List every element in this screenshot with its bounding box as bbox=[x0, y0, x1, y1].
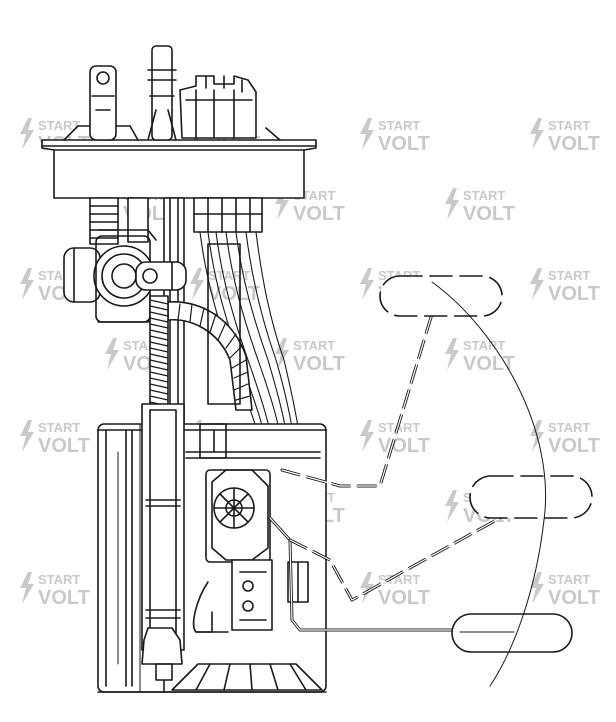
lightning-bolt-icon bbox=[190, 268, 204, 300]
flange-cover bbox=[41, 125, 317, 199]
lightning-bolt-icon bbox=[530, 268, 544, 300]
float-swing-arc bbox=[431, 281, 546, 687]
watermark-line1: START bbox=[378, 572, 420, 587]
technical-line-drawing bbox=[41, 45, 593, 693]
watermark-line2: VOLT bbox=[293, 203, 345, 225]
watermark-line2: VOLT bbox=[548, 587, 600, 609]
spring-coil bbox=[149, 371, 169, 377]
watermark-line1: START bbox=[548, 118, 590, 133]
corrugated-hose-main bbox=[167, 243, 253, 411]
watermark-line1: START bbox=[463, 338, 505, 353]
watermark-line2: VOLT bbox=[548, 435, 600, 457]
lightning-bolt-icon bbox=[530, 572, 544, 604]
watermark-line1: START bbox=[548, 572, 590, 587]
watermark-line1: START bbox=[38, 118, 80, 133]
watermark-line2: VOLT bbox=[378, 435, 430, 457]
spring-coil bbox=[149, 359, 169, 365]
watermark-line2: VOLT bbox=[378, 587, 430, 609]
lower-connector-block bbox=[193, 197, 263, 233]
supply-pipe bbox=[147, 45, 177, 141]
spring-coil bbox=[149, 383, 169, 389]
watermark-line2: VOLT bbox=[38, 587, 90, 609]
electrical-connector bbox=[179, 75, 257, 139]
lightning-bolt-icon bbox=[360, 572, 374, 604]
lightning-bolt-icon bbox=[360, 118, 374, 150]
corrugated-hose-left bbox=[89, 197, 119, 245]
float-top bbox=[379, 275, 503, 317]
spring-coil bbox=[149, 341, 169, 347]
watermark-line1: START bbox=[38, 420, 80, 435]
spring-coil bbox=[149, 389, 169, 395]
watermark-line1: START bbox=[548, 420, 590, 435]
lightning-bolt-icon bbox=[530, 118, 544, 150]
bottom-strainer bbox=[97, 663, 327, 693]
watermark-line1: START bbox=[293, 338, 335, 353]
watermark-line2: VOLT bbox=[208, 283, 260, 305]
threaded-spring-rod bbox=[149, 295, 169, 409]
watermark-line1: START bbox=[378, 118, 420, 133]
lightning-bolt-icon bbox=[20, 572, 34, 604]
lightning-bolt-icon bbox=[20, 268, 34, 300]
watermark-line2: VOLT bbox=[463, 353, 515, 375]
lightning-bolt-icon bbox=[20, 420, 34, 452]
return-fitting bbox=[89, 65, 117, 141]
lightning-bolt-icon bbox=[360, 420, 374, 452]
spring-coil bbox=[149, 353, 169, 359]
spring-coil bbox=[149, 377, 169, 383]
spring-coil bbox=[149, 323, 169, 329]
lightning-bolt-icon bbox=[445, 490, 459, 522]
spring-coil bbox=[149, 311, 169, 317]
spring-coil bbox=[149, 305, 169, 311]
spring-coil bbox=[149, 347, 169, 353]
spring-coil bbox=[149, 365, 169, 371]
lightning-bolt-icon bbox=[445, 188, 459, 220]
watermark-line1: START bbox=[548, 268, 590, 283]
lightning-bolt-icon bbox=[275, 188, 289, 220]
watermark-line2: VOLT bbox=[293, 353, 345, 375]
lightning-bolt-icon bbox=[105, 338, 119, 370]
spring-coil bbox=[149, 395, 169, 401]
level-sender bbox=[205, 469, 309, 631]
spring-coil bbox=[149, 329, 169, 335]
spring-coil bbox=[149, 335, 169, 341]
lightning-bolt-icon bbox=[360, 268, 374, 300]
watermark-line2: VOLT bbox=[548, 283, 600, 305]
float-middle bbox=[469, 475, 593, 519]
fuel-pump bbox=[141, 403, 185, 693]
float-arm-top-position bbox=[280, 292, 440, 488]
spring-coil bbox=[149, 317, 169, 323]
reservoir-clip bbox=[192, 581, 229, 633]
watermark-line1: START bbox=[38, 572, 80, 587]
lightning-bolt-icon bbox=[445, 338, 459, 370]
lightning-bolt-icon bbox=[20, 118, 34, 150]
float-bottom bbox=[451, 613, 573, 653]
watermark-line2: VOLT bbox=[378, 133, 430, 155]
watermark-line2: VOLT bbox=[463, 203, 515, 225]
pressure-regulator bbox=[63, 229, 187, 323]
watermark-line1: START bbox=[463, 188, 505, 203]
watermark-line2: VOLT bbox=[38, 435, 90, 457]
watermark-line2: VOLT bbox=[548, 133, 600, 155]
float-arm bbox=[268, 516, 458, 632]
float-arm-mid-position bbox=[288, 496, 538, 602]
spring-coil bbox=[149, 299, 169, 305]
